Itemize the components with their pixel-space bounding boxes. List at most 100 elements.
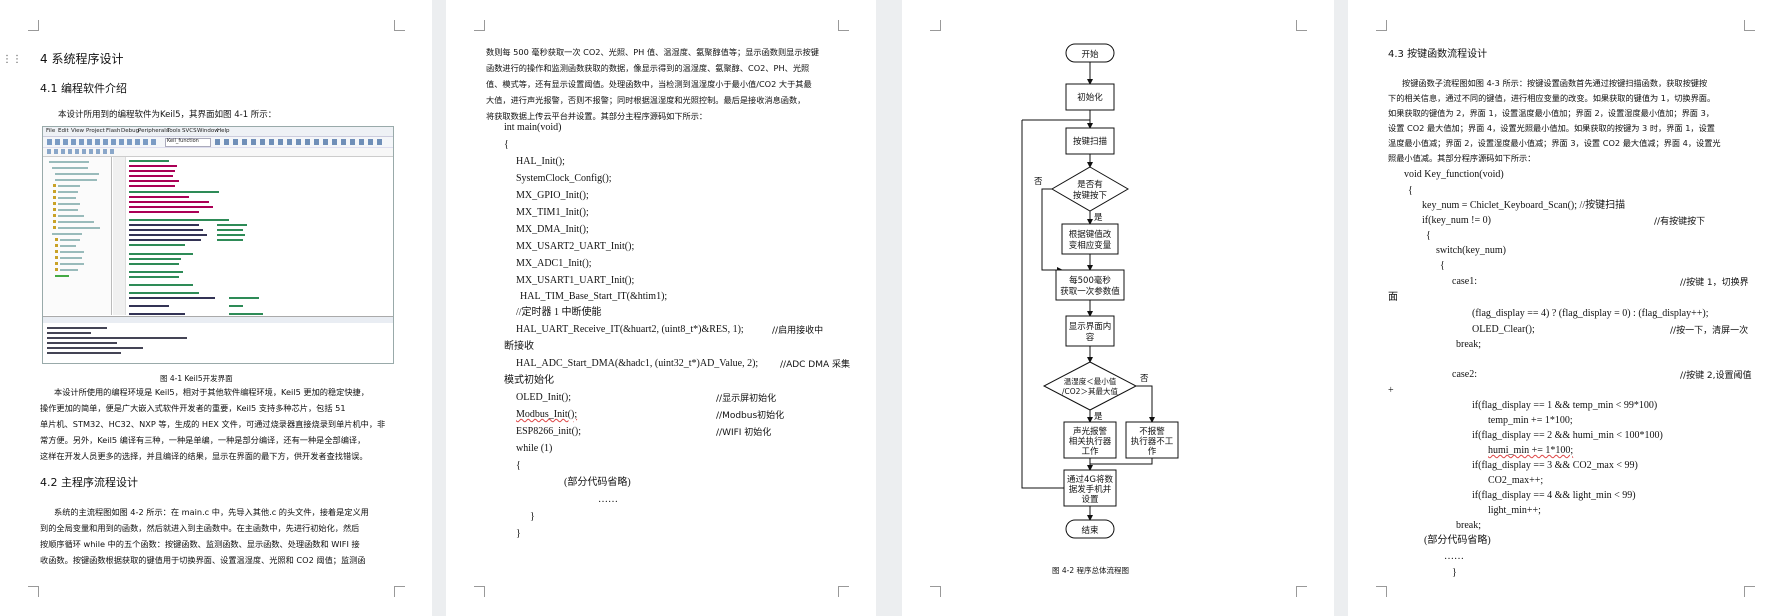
ide-build-toolbar (43, 148, 393, 157)
flow-init-label: 初始化 (1077, 92, 1103, 103)
paragraph-line: 大值，进行声光报警，否则不报警；同时根据温湿度和光照控制。最后是接收消息函数， (486, 95, 806, 105)
code-line: } (1452, 567, 1457, 578)
code-line: 面 (1388, 292, 1398, 303)
paragraph-line: 如果获取的键值为 2，界面 1，设置温度最小值加；界面 2，设置湿度最小值加；界… (1388, 108, 1714, 118)
flow-alarm-label: 工作 (1081, 446, 1099, 457)
paragraph-line: 按键函数子流程图如图 4-3 所示：按键设置函数首先通过按键扫描函数，获取按键按 (1402, 78, 1708, 88)
code-line: (部分代码省略) (564, 477, 631, 488)
program-flowchart: 开始 初始化 按键扫描 是否有 按键按下 否 是 根据键值改 变相应变量 每50… (1021, 43, 1179, 539)
code-line: MX_TIM1_Init(); (516, 207, 589, 218)
code-comment: //Modbus初始化 (716, 411, 785, 421)
flow-acquire-label: 每500毫秒 (1069, 275, 1111, 286)
drag-handle-icon[interactable]: ⋮⋮ (2, 54, 22, 65)
code-line: break; (1456, 339, 1481, 350)
code-line: switch(key_num) (1436, 245, 1506, 256)
heading-4-3: 4.3 按键函数流程设计 (1388, 49, 1488, 60)
flow-no-alarm-label: 作 (1148, 446, 1157, 457)
code-line: 模式初始化 (504, 375, 554, 386)
code-line: if(flag_display == 2 && humi_min < 100*1… (1472, 430, 1663, 441)
code-line: if(flag_display == 1 && temp_min < 99*10… (1472, 400, 1658, 411)
code-line: humi_min += 1*100; (1488, 445, 1574, 456)
paragraph-line: 数则每 500 毫秒获取一次 CO2、光照、PH 值、温湿度、氨聚醇值等；显示函… (486, 47, 819, 57)
flow-acquire-node (1055, 269, 1125, 301)
document-page-1: ⋮⋮ 4 系统程序设计 4.1 编程软件介绍 本设计所用到的编程软件为Keil5… (0, 0, 432, 616)
ide-menu-project: Project (86, 128, 105, 134)
code-comment: //ADC DMA 采集 (780, 360, 851, 370)
keil-description-paragraph: 本设计所使用的编程环境是 Keil5，相对于其他软件编程环境，Keil5 更加的… (40, 384, 385, 464)
code-line: { (504, 139, 509, 150)
code-line: (部分代码省略) (1424, 535, 1491, 546)
flow-switch-label: 变相应变量 (1069, 240, 1112, 251)
paragraph-line: 下的相关信息，通过不同的键值，进行相应变量的改变。如果获取的键值为 1，切换界面… (1388, 93, 1716, 103)
ide-menu-window: Window (197, 128, 219, 134)
flow-switch-node (1061, 223, 1119, 255)
paragraph-line: 单片机、STM32、HC32、NXP 等，生成的 HEX 文件，可通过烧录器直接… (40, 419, 386, 429)
code-line: MX_GPIO_Init(); (516, 190, 589, 201)
paragraph-line: 到的全局变量和用到的函数，然后就进入到主函数中。在主函数中，先进行初始化，然后 (40, 523, 360, 533)
code-line: OLED_Init(); (516, 392, 571, 403)
code-line: SystemClock_Config(); (516, 173, 612, 184)
heading-4-1: 4.1 编程软件介绍 (40, 82, 127, 95)
crop-mark (474, 586, 485, 597)
flow-key-label: 按键按下 (1073, 190, 1108, 201)
paragraph-line: 设置 CO2 最大值加；界面 4，设置光照最小值加。如果获取的按键为 3 时，界… (1388, 123, 1715, 133)
flow-upload-label: 设置 (1081, 494, 1099, 505)
flow-display-label: 容 (1086, 332, 1095, 343)
flow-key-label: 是否有 (1077, 179, 1103, 190)
crop-mark (394, 20, 405, 31)
flow-yes-label: 是 (1094, 213, 1103, 223)
code-line: case1: (1452, 276, 1477, 287)
code-line: ESP8266_init(); (516, 426, 582, 437)
code-comment: //按键 1，切换界 (1680, 278, 1749, 288)
paragraph-line: 收函数。按键函数根据获取的键值用于切换界面、设置温湿度、光照和 CO2 阈值；监… (40, 555, 366, 565)
paragraph-line: 常方便。另外，Keil5 编译有三种，一种是单编，一种是部分编译，还有一种是全部… (40, 435, 366, 445)
code-comment: //有按键按下 (1654, 217, 1706, 227)
flow-scan-label: 按键扫描 (1073, 136, 1108, 147)
flow-upload-label: 据发手机并 (1069, 484, 1112, 495)
code-comment: //WIFI 初始化 (716, 428, 772, 438)
crop-mark (394, 586, 405, 597)
flow-acquire-label: 获取一次参数值 (1060, 286, 1120, 297)
ide-menu-file: File (46, 128, 56, 134)
code-line: MX_ADC1_Init(); (516, 258, 592, 269)
code-line: case2: (1452, 369, 1477, 380)
crop-mark (838, 586, 849, 597)
crop-mark (28, 20, 39, 31)
code-line: if(key_num != 0) (1422, 215, 1491, 226)
flow-no-label: 否 (1034, 177, 1043, 187)
key-function-paragraph: 按键函数子流程图如图 4-3 所示：按键设置函数首先通过按键扫描函数，获取按键按… (1388, 76, 1721, 166)
flow-display-label: 显示界面内 (1069, 321, 1112, 332)
ide-menu-edit: Edit (58, 128, 69, 134)
code-line: { (516, 460, 521, 471)
code-line: HAL_UART_Receive_IT(&huart2, (uint8_t*)&… (516, 324, 744, 335)
code-line: …… (598, 494, 618, 505)
ide-target-label: Keil_function (167, 138, 199, 144)
flow-threshold-label: /CO2＞其最大值 (1062, 386, 1118, 396)
code-line: int main(void) (504, 122, 562, 133)
intro-paragraph: 本设计所用到的编程软件为Keil5，其界面如图 4-1 所示： (58, 110, 277, 120)
flow-no-alarm-label: 不报警 (1139, 426, 1165, 437)
flow-scan-node (1065, 127, 1115, 155)
code-line: …… (1444, 551, 1464, 562)
heading-4-2: 4.2 主程序流程设计 (40, 476, 138, 489)
flow-upload-node (1063, 469, 1117, 507)
code-comment: //按键 2,设置阈值 (1680, 371, 1752, 381)
code-line: HAL_ADC_Start_DMA(&hadc1, (uint32_t*)AD_… (516, 358, 759, 369)
code-line: { (1408, 185, 1413, 196)
paragraph-line: 操作更加的简单，便是广大嵌入式软件开发者的重要，Keil5 支持多种芯片，包括 … (40, 403, 346, 413)
flow-end-node (1065, 519, 1115, 539)
flow-no-label: 否 (1140, 374, 1149, 384)
paragraph-line: 温度最小值减；界面 2，设置湿度最小值减；界面 3，设置 CO2 最大值减；界面… (1388, 138, 1721, 148)
code-line: { (1440, 260, 1445, 271)
crop-mark (1376, 586, 1387, 597)
code-line: HAL_TIM_Base_Start_IT(&htim1); (520, 291, 668, 302)
flow-alarm-node (1063, 421, 1117, 459)
flow-yes-label: 是 (1094, 412, 1103, 422)
code-line: MX_DMA_Init(); (516, 224, 589, 235)
crop-mark (28, 586, 39, 597)
document-page-2: 数则每 500 毫秒获取一次 CO2、光照、PH 值、温湿度、氨聚醇值等；显示函… (446, 0, 876, 616)
document-page-4: 4.3 按键函数流程设计 按键函数子流程图如图 4-3 所示：按键设置函数首先通… (1348, 0, 1782, 616)
paragraph-line: 函数进行的操作和监测函数获取的数据，像显示得到的温湿度、氨聚醇、CO2、PH、光… (486, 63, 810, 73)
ide-menu-help: Help (217, 128, 230, 134)
keil-ide-screenshot: File Edit View Project Flash Debug Perip… (42, 126, 394, 364)
